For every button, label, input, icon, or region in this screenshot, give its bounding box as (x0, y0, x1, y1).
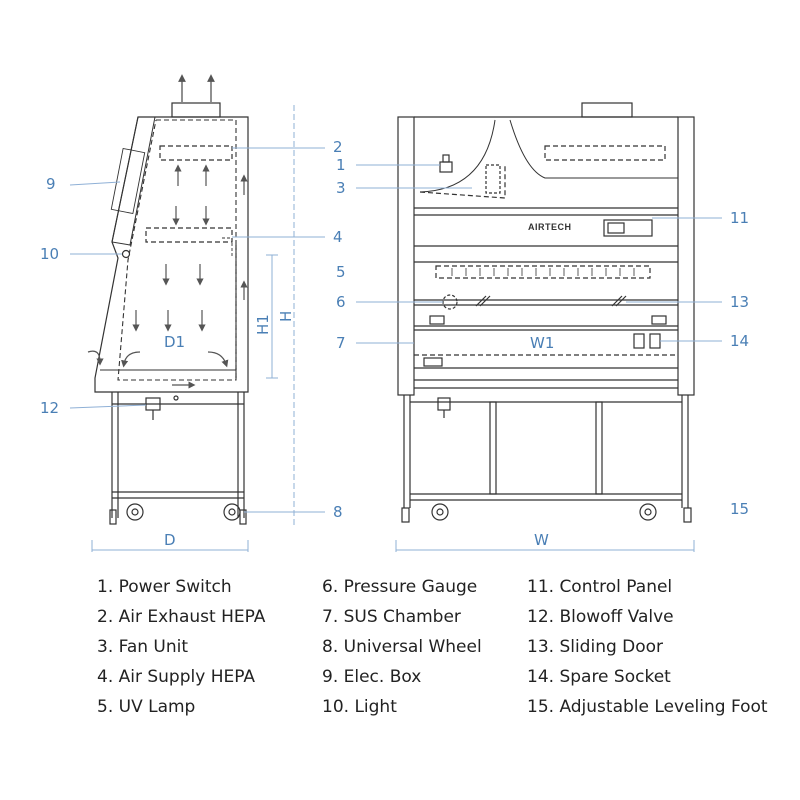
callout-12: 12 (40, 399, 59, 417)
legend-item: 7. SUS Chamber (322, 607, 461, 627)
front-exhaust-outlet (581, 102, 633, 118)
uv-lamp-ticks (451, 268, 635, 276)
control-panel (603, 219, 653, 237)
supply-hepa (145, 227, 233, 243)
legend-item: 1. Power Switch (97, 577, 232, 597)
legend-item: 11. Control Panel (527, 577, 673, 597)
side-fan-unit (222, 237, 233, 258)
front-fan-unit (419, 119, 496, 193)
uv-lamp (435, 265, 651, 279)
dim-D1: D1 (164, 333, 185, 351)
brand-logo-text: AIRTECH (528, 222, 572, 232)
side-cabinet-outline (94, 116, 249, 393)
leveling-foot-left (401, 507, 410, 523)
dim-W1: W1 (530, 334, 554, 352)
legend-item: 2. Air Exhaust HEPA (97, 607, 266, 627)
legend-column-2: 6. Pressure Gauge 7. SUS Chamber 8. Univ… (322, 572, 482, 722)
legend-item: 10. Light (322, 697, 397, 717)
front-wheels (401, 503, 692, 523)
dim-W: W (534, 531, 549, 549)
legend-item: 14. Spare Socket (527, 667, 671, 687)
elec-box (110, 147, 146, 215)
legend-item: 8. Universal Wheel (322, 637, 482, 657)
callout-15: 15 (730, 500, 749, 518)
callout-8: 8 (333, 503, 343, 521)
legend-item: 5. UV Lamp (97, 697, 196, 717)
power-switch (439, 161, 453, 173)
side-wheels (109, 503, 247, 525)
front-stand (403, 395, 689, 508)
side-view (87, 74, 249, 525)
callout-10: 10 (40, 245, 59, 263)
spare-socket-1 (633, 333, 645, 349)
callout-14: 14 (730, 332, 749, 350)
legend-item: 12. Blowoff Valve (527, 607, 674, 627)
front-exhaust-hepa (544, 145, 666, 161)
front-blowoff-valve (437, 397, 451, 411)
callout-1: 1 (336, 156, 346, 174)
side-dimensions (91, 105, 295, 552)
callout-labels: 1 2 3 4 5 6 7 8 9 10 11 12 13 14 15 (40, 138, 749, 521)
callout-9: 9 (46, 175, 56, 193)
callout-3: 3 (336, 179, 346, 197)
light-fixture (121, 249, 131, 259)
legend-item: 3. Fan Unit (97, 637, 189, 657)
pressure-gauge (442, 294, 458, 310)
legend-column-3: 11. Control Panel 12. Blowoff Valve 13. … (527, 572, 768, 722)
exhaust-arrows (178, 74, 215, 102)
front-view (397, 102, 695, 523)
callout-7: 7 (336, 334, 346, 352)
callout-leaders (69, 147, 722, 513)
dim-D: D (164, 531, 176, 549)
front-dimensions (395, 540, 695, 552)
callout-4: 4 (333, 228, 343, 246)
legend-item: 6. Pressure Gauge (322, 577, 478, 597)
callout-11: 11 (730, 209, 749, 227)
callout-6: 6 (336, 293, 346, 311)
callout-13: 13 (730, 293, 749, 311)
exhaust-outlet (171, 102, 221, 118)
legend-item: 9. Elec. Box (322, 667, 422, 687)
side-stand (111, 392, 245, 518)
airflow-arrows (87, 164, 248, 389)
front-slope-panel (111, 116, 156, 246)
legend-column-1: 1. Power Switch 2. Air Exhaust HEPA 3. F… (97, 572, 265, 722)
legend-item: 15. Adjustable Leveling Foot (527, 697, 768, 717)
spare-socket-2 (649, 333, 661, 349)
callout-5: 5 (336, 263, 346, 281)
dim-H1: H1 (254, 314, 272, 335)
legend-item: 13. Sliding Door (527, 637, 664, 657)
exhaust-hepa (159, 145, 233, 161)
callout-2: 2 (333, 138, 343, 156)
inner-dashed-chamber (117, 119, 237, 381)
leveling-foot-right (683, 507, 692, 523)
dim-H: H (277, 311, 295, 322)
legend-item: 4. Air Supply HEPA (97, 667, 256, 687)
